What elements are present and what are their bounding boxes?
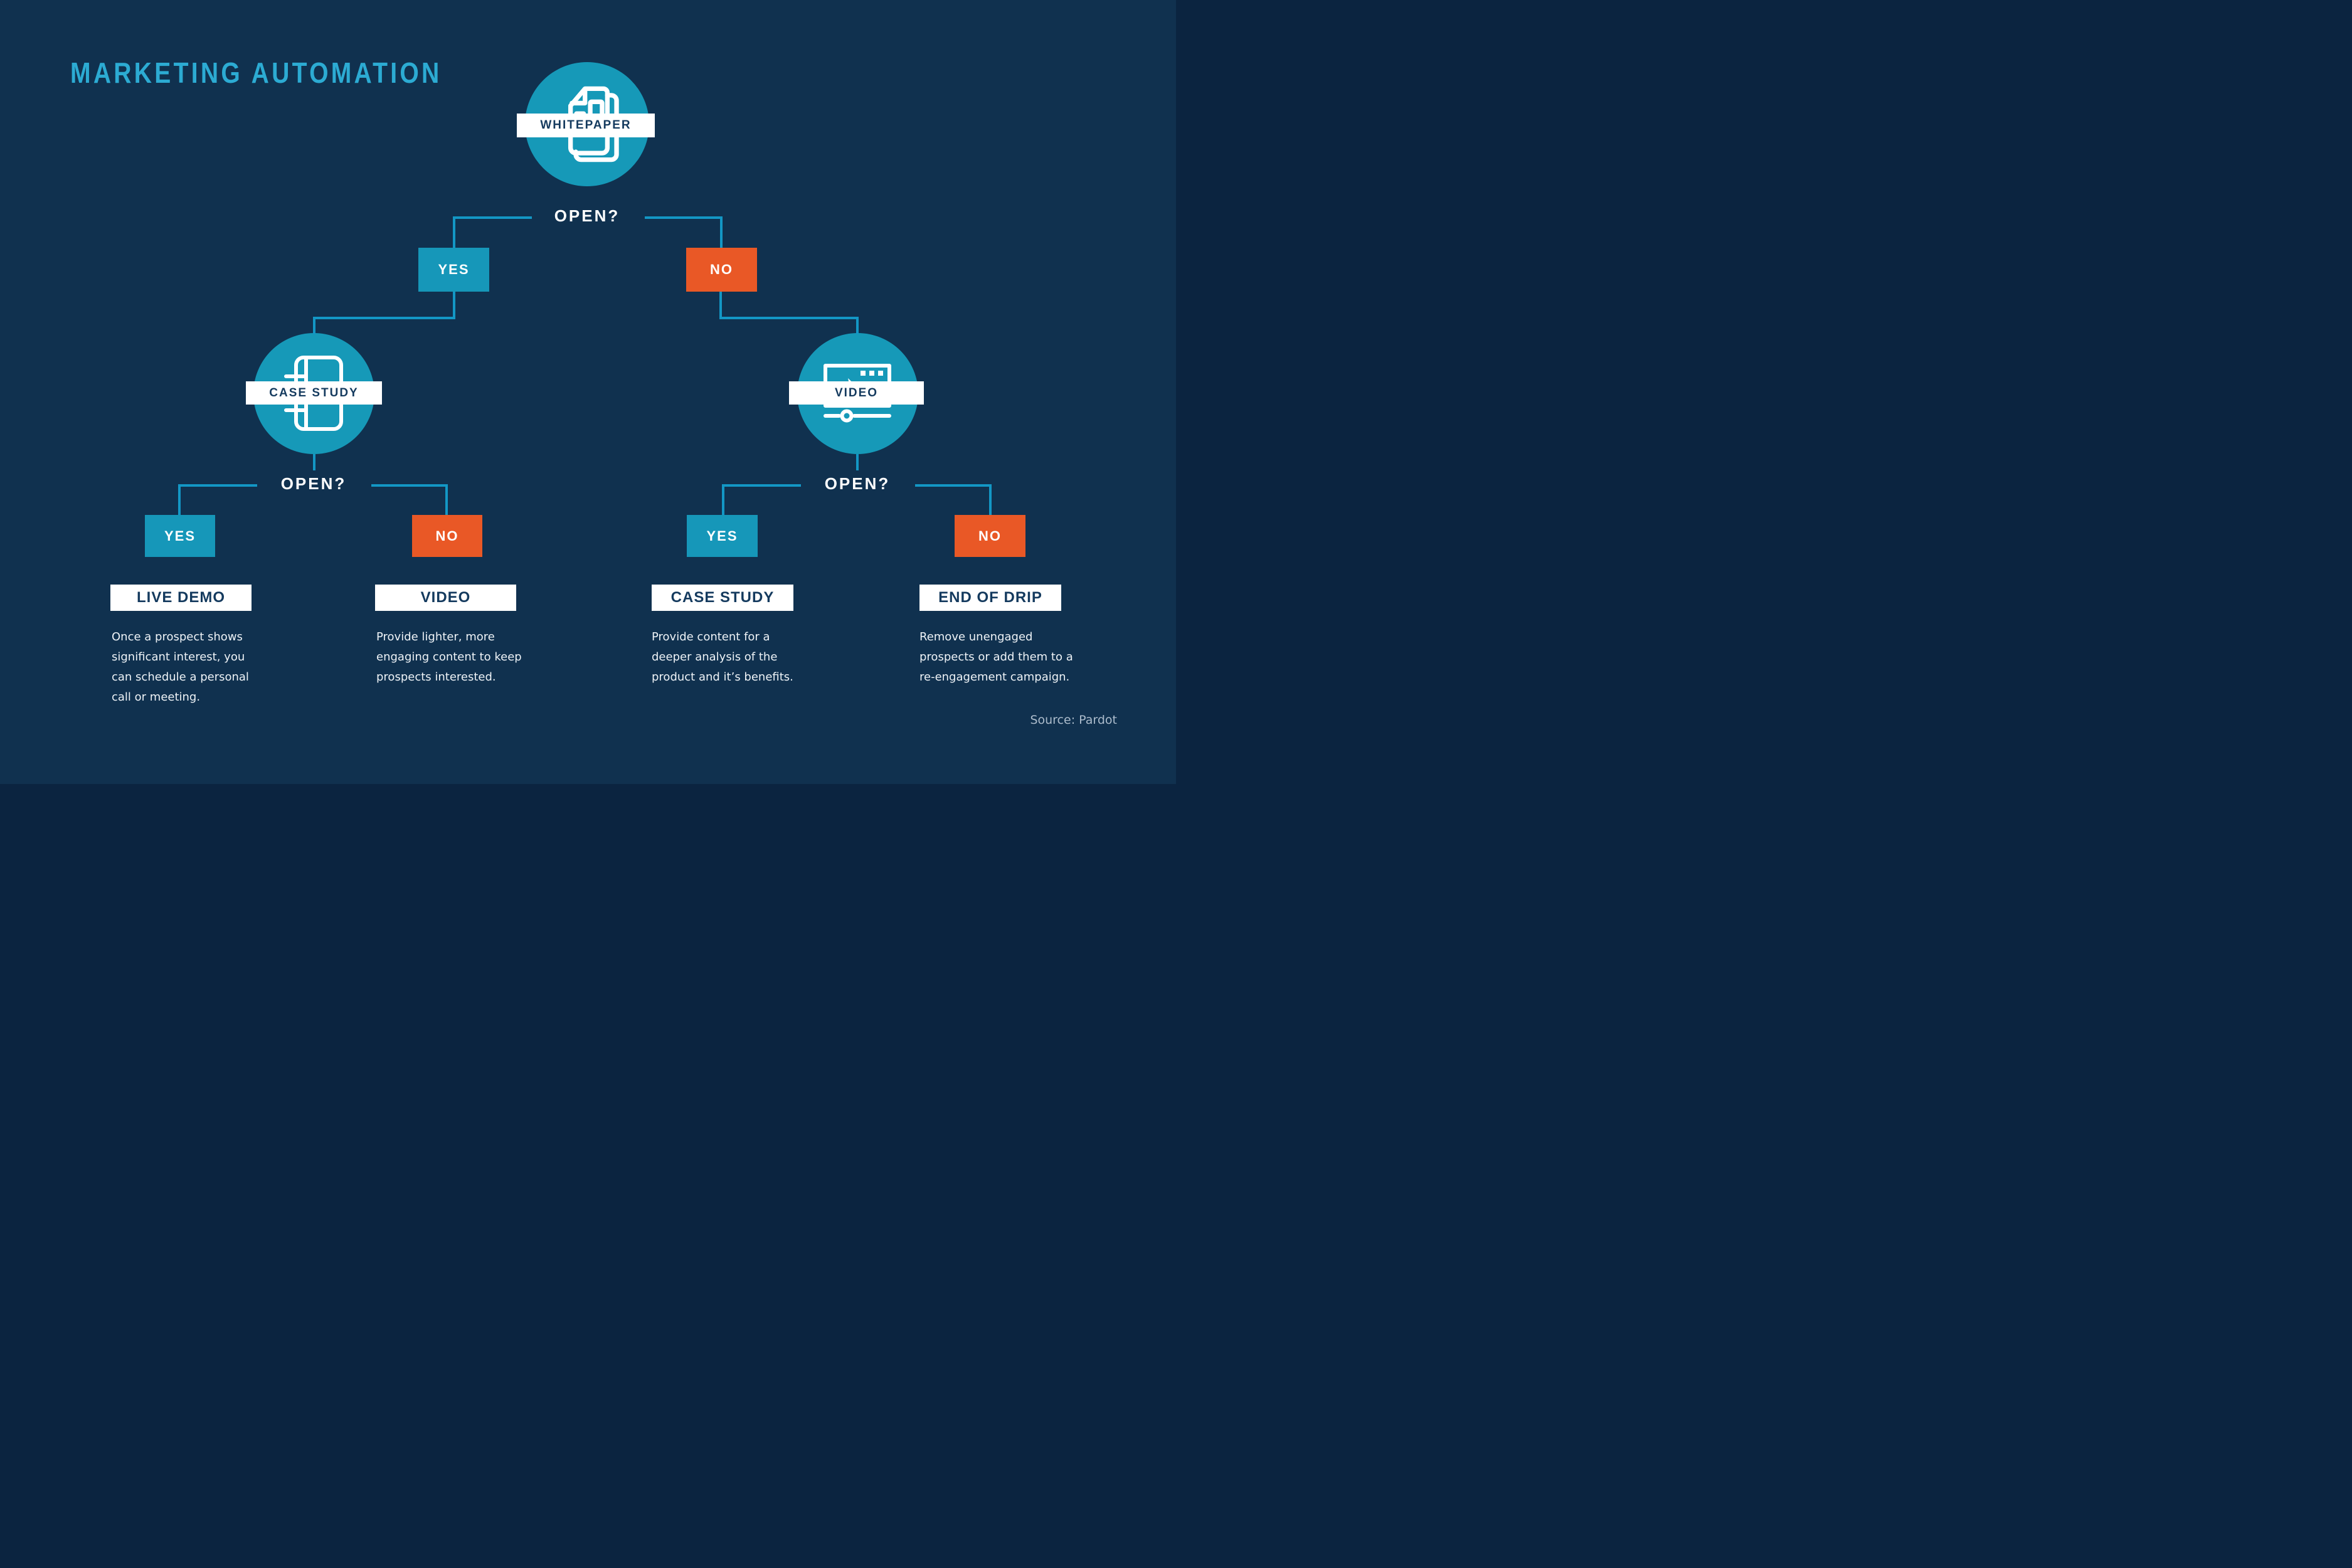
outcome-end-of-drip-label: END OF DRIP (919, 585, 1061, 611)
decision-3-yes-box: YES (687, 515, 758, 557)
outcome-video-label: VIDEO (375, 585, 516, 611)
connector-line (856, 454, 859, 470)
connector-line (178, 484, 257, 487)
connector-line (371, 484, 448, 487)
connector-line (722, 484, 801, 487)
decision-2-yes-box: YES (145, 515, 215, 557)
connector-line (313, 317, 455, 319)
connector-line (454, 216, 532, 219)
connector-line (989, 484, 992, 515)
connector-line (856, 317, 859, 334)
page-title: MARKETING AUTOMATION (70, 56, 442, 89)
case-study-node-label: CASE STUDY (246, 381, 382, 405)
connector-line (313, 317, 315, 334)
connector-line (719, 292, 722, 317)
whitepaper-node-label: WHITEPAPER (517, 114, 655, 137)
whitepaper-pages-icon (554, 83, 623, 165)
decision-2-question: OPEN? (280, 474, 347, 493)
outcome-case-study-description: Provide content for a deeper analysis of… (652, 630, 793, 684)
connector-line (445, 484, 448, 515)
connector-line (719, 317, 859, 319)
connector-line (313, 454, 315, 470)
connector-line (722, 484, 724, 515)
infographic-canvas: MARKETING AUTOMATION WHITEPAPER OPEN? YE… (0, 0, 1176, 784)
decision-3-question: OPEN? (824, 474, 891, 493)
outcome-case-study-label: CASE STUDY (652, 585, 793, 611)
source-credit: Source: Pardot (1030, 713, 1117, 727)
outcome-live-demo-description: Once a prospect shows significant intere… (112, 630, 249, 704)
video-node-label: VIDEO (789, 381, 924, 405)
decision-3-no-box: NO (955, 515, 1025, 557)
connector-line (453, 216, 455, 248)
connector-line (178, 484, 181, 515)
outcome-live-demo-label: LIVE DEMO (110, 585, 252, 611)
decision-1-question: OPEN? (554, 206, 620, 225)
connector-line (915, 484, 992, 487)
connector-line (453, 292, 455, 317)
connector-line (720, 216, 723, 248)
decision-2-no-box: NO (412, 515, 482, 557)
outcome-end-of-drip-description: Remove unengaged prospects or add them t… (919, 630, 1073, 684)
outcome-video-description: Provide lighter, more engaging content t… (376, 630, 522, 684)
decision-1-no-box: NO (686, 248, 757, 292)
decision-1-yes-box: YES (418, 248, 489, 292)
connector-line (645, 216, 723, 219)
